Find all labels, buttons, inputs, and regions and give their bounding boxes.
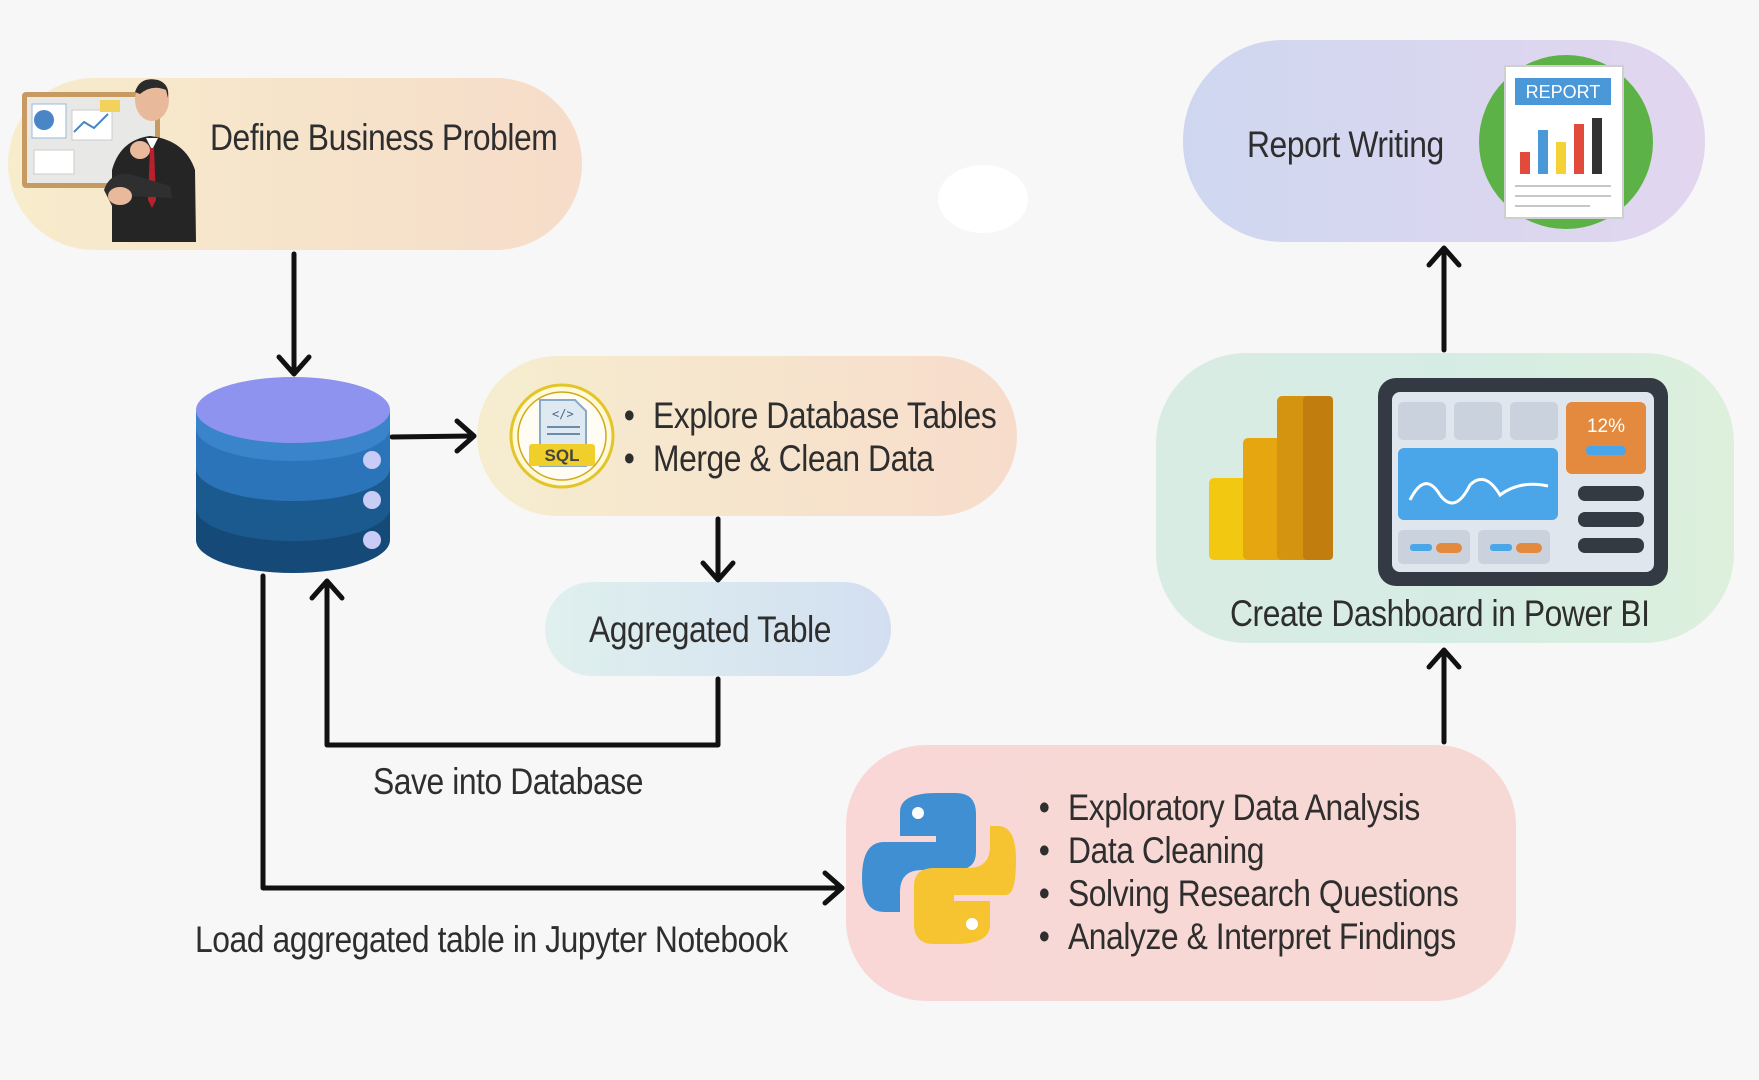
define-problem-label: Define Business Problem [210, 117, 558, 158]
python-bullet-2: Data Cleaning [1039, 830, 1265, 872]
dashboard-tablet-icon: 12% [1378, 378, 1668, 586]
explore-bullet-2: Merge & Clean Data [624, 438, 934, 480]
load-jupyter-label: Load aggregated table in Jupyter Noteboo… [195, 919, 788, 960]
arrow-load-to-python [260, 573, 843, 891]
arrow-save-into-db [324, 580, 721, 748]
arrow-db-to-explore [389, 433, 475, 440]
svg-text:12%: 12% [1587, 416, 1625, 437]
python-bullet-3: Solving Research Questions [1039, 873, 1459, 915]
report-label: Report Writing [1247, 124, 1444, 165]
svg-text:REPORT: REPORT [1526, 82, 1601, 102]
save-into-database-label: Save into Database [373, 761, 643, 802]
python-bullet-1: Exploratory Data Analysis [1039, 787, 1420, 829]
sql-file-icon: </> SQL [509, 383, 615, 489]
dashboard-label: Create Dashboard in Power BI [1230, 593, 1650, 634]
svg-text:</>: </> [552, 407, 574, 421]
database-icon [196, 377, 390, 573]
business-person-icon [22, 79, 196, 242]
python-bullet-4: Analyze & Interpret Findings [1039, 916, 1456, 958]
aggregated-table-label: Aggregated Table [589, 609, 831, 650]
report-document-icon: REPORT [1479, 55, 1653, 229]
white-blob [938, 165, 1028, 233]
arrows [260, 245, 1462, 906]
aggregated-table-node [545, 582, 891, 676]
explore-bullet-1: Explore Database Tables [624, 395, 997, 437]
svg-text:SQL: SQL [545, 446, 580, 465]
power-bi-logo-icon [1209, 396, 1333, 560]
python-logo-icon [862, 793, 1016, 944]
